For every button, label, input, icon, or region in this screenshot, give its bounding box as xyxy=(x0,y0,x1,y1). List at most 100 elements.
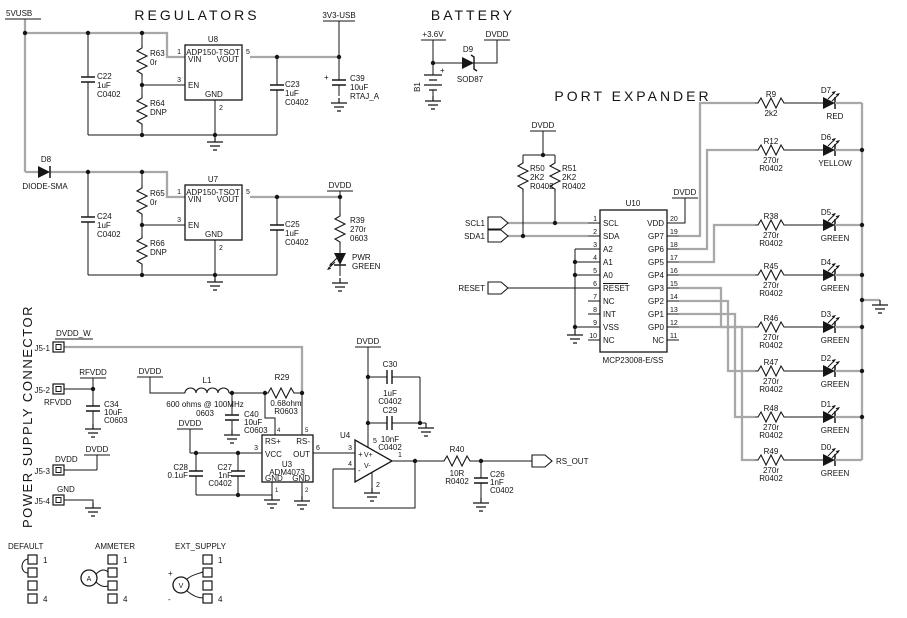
led-res-val: 2k2 xyxy=(765,109,778,118)
c22-ref: C22 xyxy=(97,72,112,81)
c23-pkg: C0402 xyxy=(285,98,309,107)
u10-pin-num: 11 xyxy=(670,333,677,340)
u4-pin1-num: 1 xyxy=(398,452,402,459)
j5-3-pin-icon xyxy=(52,464,65,476)
junction-dots xyxy=(22,30,865,498)
j5-3-label: DVDD xyxy=(55,455,78,464)
u10-pin-name: A0 xyxy=(603,271,613,280)
u3-pin4-num: 4 xyxy=(277,428,281,434)
led-color: GREEN xyxy=(821,469,850,478)
led-res-val: 270r xyxy=(763,333,779,342)
r50-pkg: R0402 xyxy=(530,182,554,191)
r66-val: DNP xyxy=(150,248,167,257)
r63-ref: R63 xyxy=(150,49,165,58)
rs-out-flag-icon xyxy=(531,454,553,468)
net-rfvdd: RFVDD xyxy=(79,368,107,377)
port-sda1: SDA1 xyxy=(464,232,485,241)
r29-ref: R29 xyxy=(275,373,290,382)
r29-val: 0.68ohm xyxy=(270,399,301,408)
led-ref: D2 xyxy=(821,354,832,363)
u10-pin-num: 7 xyxy=(593,294,597,301)
legend-pin4: 4 xyxy=(43,595,48,604)
ammeter-symbol: A xyxy=(87,576,92,583)
led-res-val: 270r xyxy=(763,156,779,165)
r65-ref: R65 xyxy=(150,189,165,198)
r51-pkg: R0402 xyxy=(562,182,586,191)
u10-pin-name: GP2 xyxy=(648,297,665,306)
j5-1-pin-icon xyxy=(52,341,65,353)
u3-pin-vcc: VCC xyxy=(265,450,282,459)
legend-default: DEFAULT 1 4 xyxy=(8,542,48,604)
u10-pin-num: 17 xyxy=(670,255,678,262)
j5-4-ref: J5-4 xyxy=(34,497,50,506)
u3-pin6-num: 6 xyxy=(316,445,320,452)
r65-val: 0r xyxy=(150,198,157,207)
c27-ref: C27 xyxy=(217,463,232,472)
led-row: R38 270r R0402 D5 GREEN xyxy=(754,208,862,248)
u3-ref: U3 xyxy=(282,460,293,469)
legend-pin4: 4 xyxy=(123,595,128,604)
led-row: R48 270r R0402 D1 GREEN xyxy=(754,400,862,440)
u10-body xyxy=(599,209,668,353)
led-color: RED xyxy=(827,112,844,121)
u7-pin3-num: 3 xyxy=(177,217,181,224)
legend-ext-supply: EXT_SUPPLY 1 4 V + - xyxy=(168,542,227,604)
c29-val: 10nF xyxy=(381,435,399,444)
legend-ammeter: AMMETER 1 4 A xyxy=(80,542,135,604)
c29-pkg: C0402 xyxy=(378,443,402,452)
net-3v3usb: 3V3-USB xyxy=(322,11,355,20)
u10-pin-name: SCL xyxy=(603,219,619,228)
led-row: R46 270r R0402 D3 GREEN xyxy=(754,310,862,350)
j5-4-pin-icon xyxy=(52,494,65,506)
pwr-led-color: GREEN xyxy=(352,262,381,271)
net-dvdd-reg2: DVDD xyxy=(329,181,352,190)
regulator1: 5VUSB C22 1uF C0402 R63 0r R64 DNP U8 AD… xyxy=(5,9,380,151)
u4-pin3-num: 3 xyxy=(348,445,352,452)
c34-val: 10uF xyxy=(104,408,122,417)
led-res-pkg: R0402 xyxy=(759,239,783,248)
title-power-supply-connector: POWER SUPPLY CONNECTOR xyxy=(20,305,35,528)
led-res-pkg: R0402 xyxy=(759,431,783,440)
legend-pin1: 1 xyxy=(123,556,128,565)
c27-pkg: C0402 xyxy=(208,479,232,488)
led-res-ref: R12 xyxy=(764,137,779,146)
net-dvdd-u4: DVDD xyxy=(357,337,380,346)
j5-3-ref: J5-3 xyxy=(34,467,50,476)
c34-ref: C34 xyxy=(104,400,119,409)
u10-pin-name: NC xyxy=(603,336,615,345)
led-ref: D1 xyxy=(821,400,832,409)
u7-pin5-num: 5 xyxy=(246,189,250,196)
u10-pin-name: GP4 xyxy=(648,271,665,280)
c22-val: 1uF xyxy=(97,81,111,90)
led-res-pkg: R0402 xyxy=(759,385,783,394)
led-ref: D5 xyxy=(821,208,832,217)
u8-body xyxy=(184,44,243,101)
led-res-ref: R47 xyxy=(764,358,779,367)
legend-pin4: 4 xyxy=(218,595,223,604)
c30-val: 1uF xyxy=(383,389,397,398)
led-color: GREEN xyxy=(821,234,850,243)
port-expander-section: DVDD R50 2K2 R0402 R51 2K2 R0402 SCL1 SD… xyxy=(458,121,698,365)
battery-plus: + xyxy=(440,66,445,75)
regulator2: D8 DIODE-SMA C24 1uF C0402 R65 0r R66 DN… xyxy=(22,155,381,292)
led-ref: D6 xyxy=(821,133,832,142)
u8-pin5-num: 5 xyxy=(246,49,250,56)
port-scl1: SCL1 xyxy=(465,219,486,228)
u7-pin-gnd: GND xyxy=(205,230,223,239)
u10-pin-num: 8 xyxy=(593,307,597,314)
battery-icon xyxy=(424,74,442,91)
d9-ref: D9 xyxy=(463,45,474,54)
u10-pin-name: GP0 xyxy=(648,323,665,332)
u3-body xyxy=(261,434,314,483)
led-res-val: 270r xyxy=(763,466,779,475)
u7-part: ADP150-TSOT xyxy=(186,188,240,197)
led-color: GREEN xyxy=(821,380,850,389)
led-row: R47 270r R0402 D2 GREEN xyxy=(754,354,862,394)
r64-val: DNP xyxy=(150,108,167,117)
c24-pkg: C0402 xyxy=(97,230,121,239)
reset-flag-icon xyxy=(487,281,509,295)
u10-ref: U10 xyxy=(626,199,641,208)
c24-ref: C24 xyxy=(97,212,112,221)
net-dvdd-l1: DVDD xyxy=(139,367,162,376)
c25-pkg: C0402 xyxy=(285,238,309,247)
